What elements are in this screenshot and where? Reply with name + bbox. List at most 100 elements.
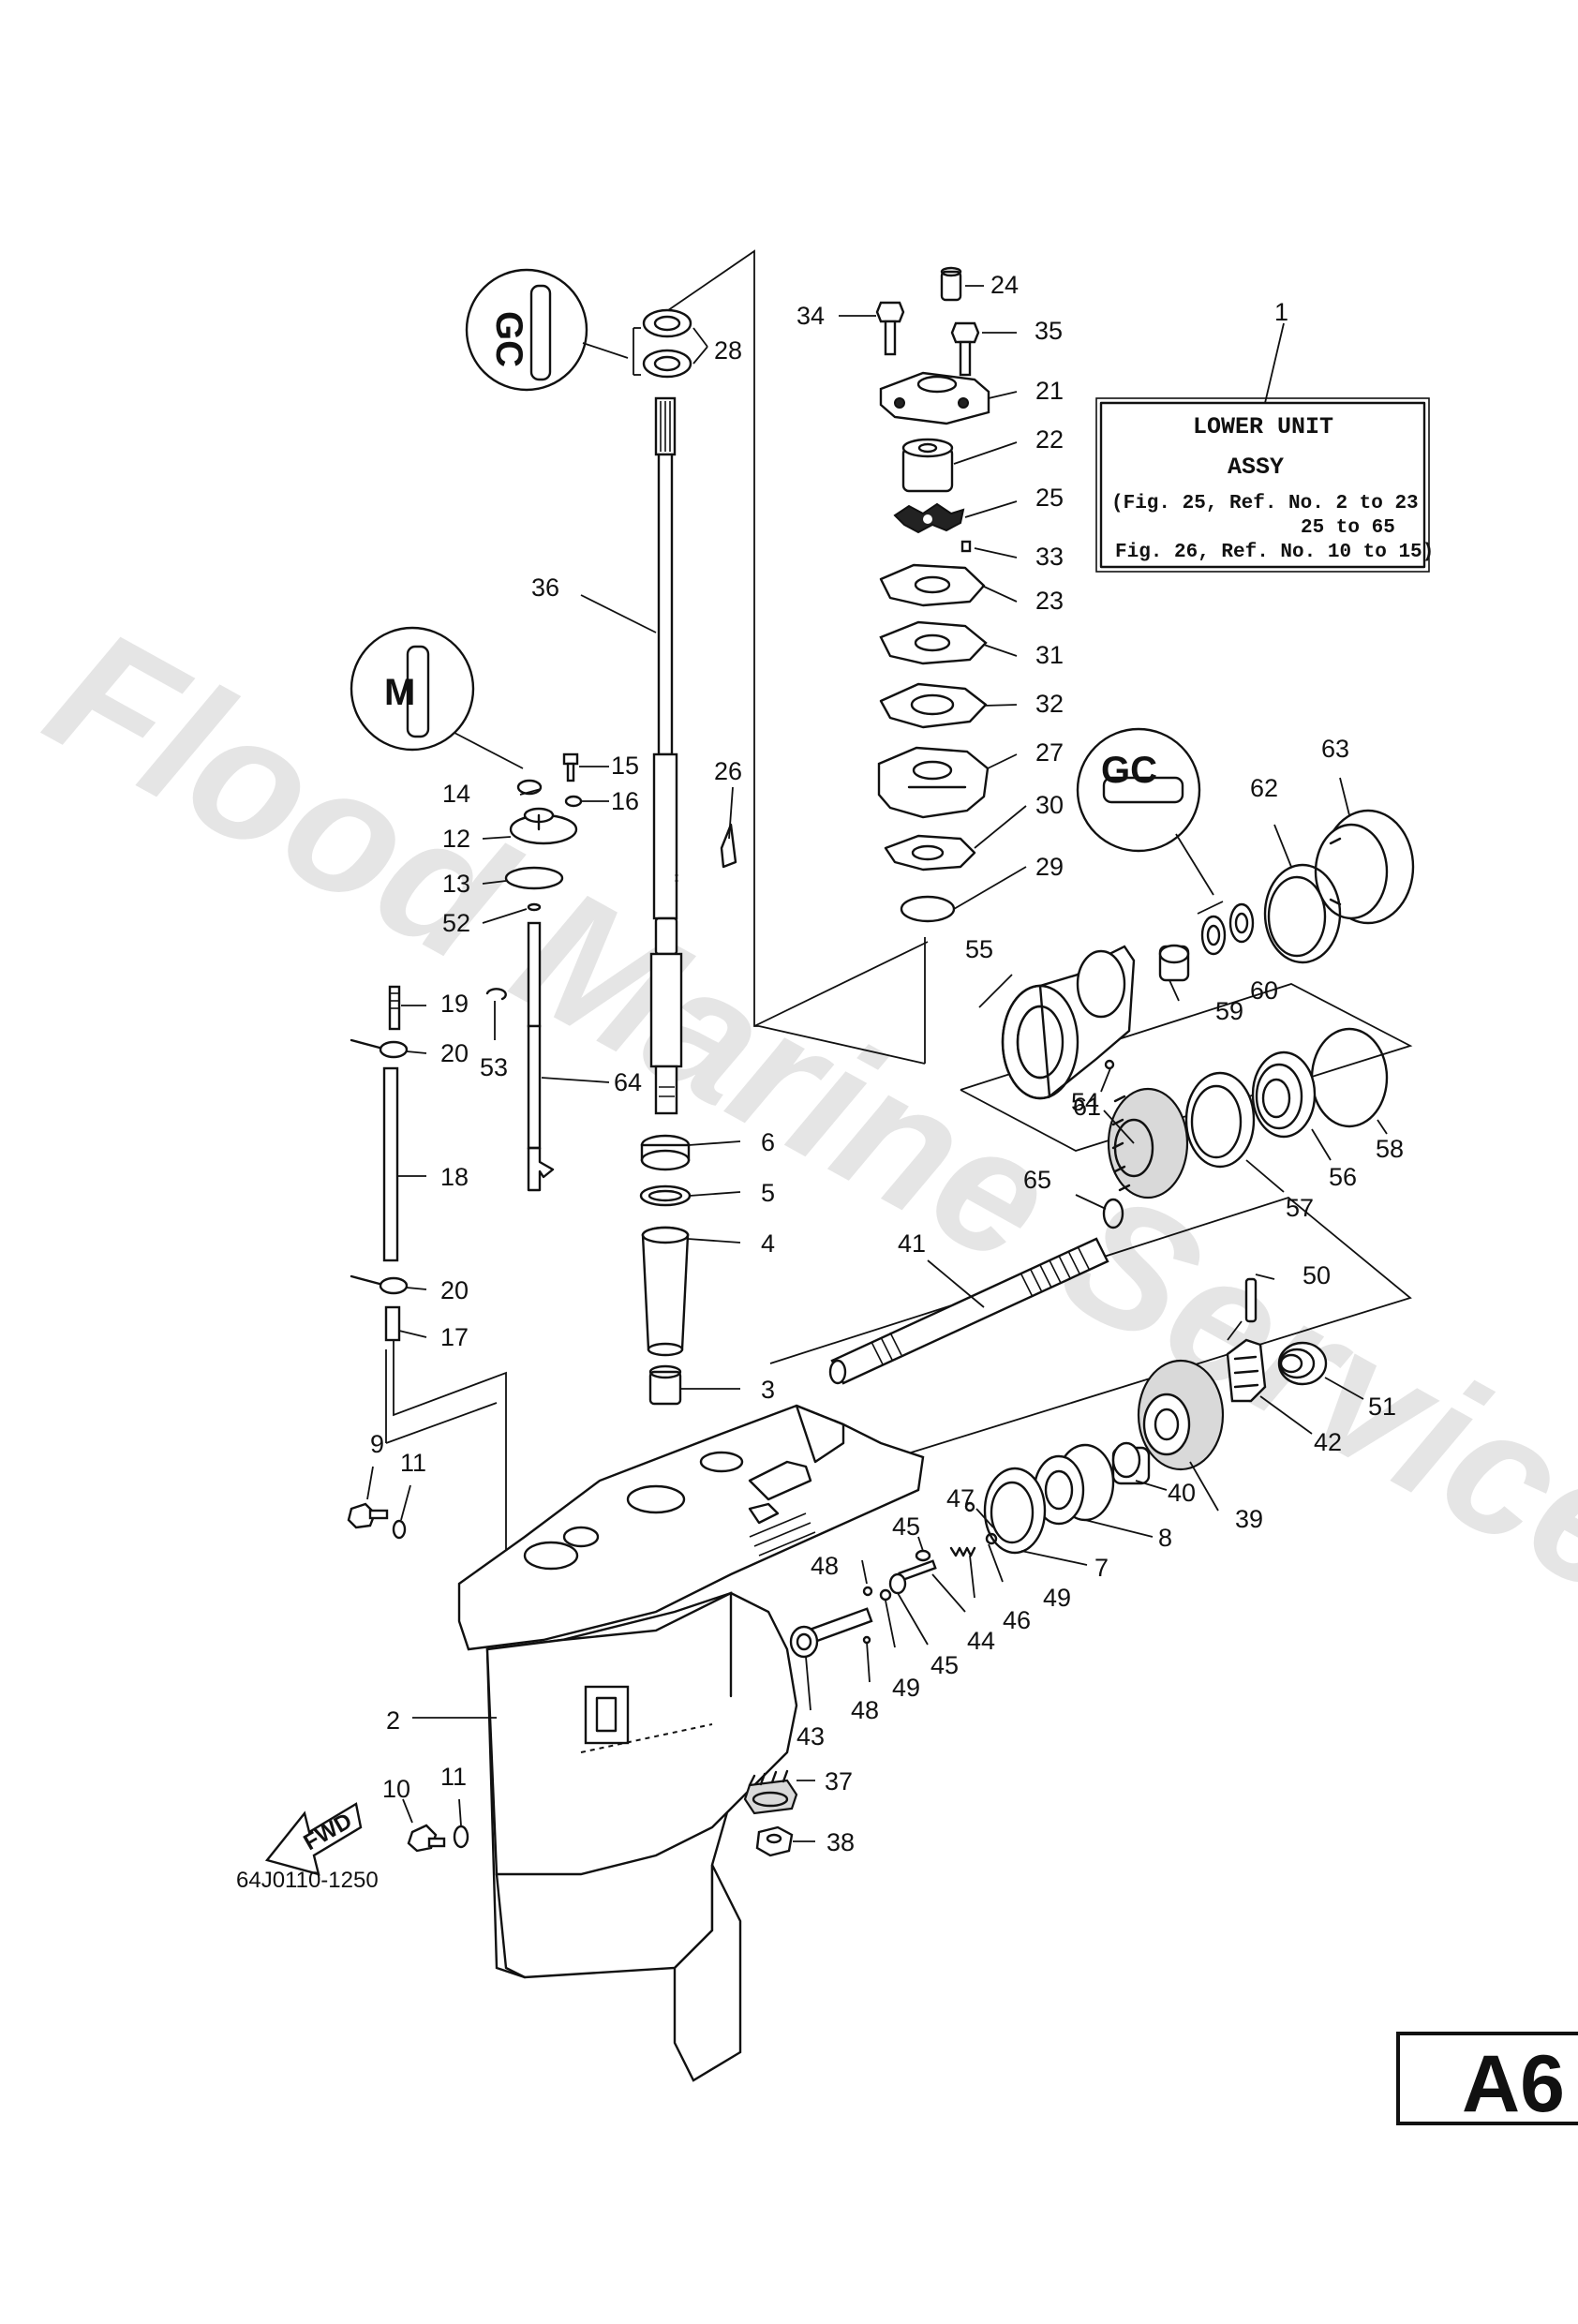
pump-base-27 <box>877 746 990 819</box>
forward-gear-39 <box>1137 1359 1225 1471</box>
callout-32: 32 <box>1035 690 1064 718</box>
callout-33: 33 <box>1035 543 1064 571</box>
callout-60: 60 <box>1250 976 1278 1005</box>
callout-9: 9 <box>370 1430 384 1458</box>
callout-48-upper: 48 <box>811 1552 839 1580</box>
svg-text:GC: GC <box>1101 750 1157 791</box>
washer-16 <box>564 795 583 808</box>
callout-52: 52 <box>442 909 470 937</box>
box-title-line1: LOWER UNIT <box>1193 413 1333 440</box>
shim-5 <box>639 1184 692 1207</box>
callout-55: 55 <box>965 935 993 963</box>
callout-40: 40 <box>1168 1479 1196 1507</box>
callout-53: 53 <box>480 1053 508 1081</box>
callout-27: 27 <box>1035 738 1064 767</box>
gasket-11-lower <box>453 1825 469 1849</box>
tapered-bearing-8 <box>1033 1443 1115 1526</box>
callout-63: 63 <box>1321 735 1349 763</box>
collar-24 <box>940 266 962 302</box>
callout-51: 51 <box>1368 1393 1396 1421</box>
outer-plate-cartridge-31 <box>879 620 988 665</box>
callout-18: 18 <box>440 1163 469 1191</box>
bearing-59 <box>1158 944 1190 982</box>
callout-42: 42 <box>1314 1428 1342 1456</box>
oil-seal-28 <box>642 308 708 379</box>
callout-24: 24 <box>990 271 1019 299</box>
callout-4: 4 <box>761 1229 775 1258</box>
callout-65: 65 <box>1023 1166 1051 1194</box>
callout-58: 58 <box>1376 1135 1404 1163</box>
callout-5: 5 <box>761 1179 775 1207</box>
svg-text:GC: GC <box>488 311 529 367</box>
callout-23: 23 <box>1035 587 1064 615</box>
callout-labels: 1 24 34 35 28 21 22 25 33 23 36 31 32 15… <box>370 271 1404 1856</box>
shim-57 <box>1184 1071 1256 1169</box>
callout-54: 54 <box>1071 1088 1099 1116</box>
shift-rod-64 <box>527 921 555 1192</box>
callout-19: 19 <box>440 990 469 1018</box>
bolt-9 <box>347 1502 389 1529</box>
callout-12: 12 <box>442 825 470 853</box>
callout-16: 16 <box>611 787 639 815</box>
fwd-label: FWD <box>300 1808 357 1855</box>
o-ring-58 <box>1310 1027 1389 1128</box>
leader-lines <box>366 285 1388 1842</box>
callout-29: 29 <box>1035 853 1064 881</box>
box-title-line2: ASSY <box>1228 454 1284 481</box>
grommet-20-upper <box>350 1038 409 1059</box>
lower-casing-2 <box>457 1404 925 2082</box>
bolt-35 <box>950 321 980 377</box>
washer-45-lower <box>888 1572 907 1595</box>
callout-8: 8 <box>1158 1524 1172 1552</box>
callout-59: 59 <box>1215 997 1243 1025</box>
nut-38 <box>755 1825 794 1857</box>
impeller-25 <box>893 502 965 534</box>
callout-14: 14 <box>442 780 470 808</box>
callout-13: 13 <box>442 870 470 898</box>
o-ring-13 <box>504 866 564 890</box>
callout-1: 1 <box>1274 298 1288 326</box>
callout-35: 35 <box>1035 317 1063 345</box>
drawing-number: 64J0110-1250 <box>236 1868 379 1893</box>
callout-39: 39 <box>1235 1505 1263 1533</box>
callout-15: 15 <box>611 752 639 780</box>
callout-56: 56 <box>1329 1163 1357 1191</box>
pump-housing-21 <box>879 371 990 425</box>
shift-rod-cover-12 <box>509 807 578 845</box>
propeller-shaft-housing-55 <box>1001 945 1136 1100</box>
callout-41: 41 <box>898 1229 926 1258</box>
oil-seal-60 <box>1200 902 1255 956</box>
callout-64: 64 <box>614 1068 642 1096</box>
callout-30: 30 <box>1035 791 1064 819</box>
callout-49-upper: 49 <box>1043 1584 1071 1612</box>
pin-33 <box>960 540 972 553</box>
callout-21: 21 <box>1035 377 1064 405</box>
callout-45-lower: 45 <box>930 1651 959 1679</box>
gasket-30 <box>884 834 976 872</box>
callout-22: 22 <box>1035 425 1064 454</box>
box-note-line2: 25 to 65 <box>1301 517 1395 539</box>
o-ring-52 <box>527 902 542 912</box>
assembly-info-box: LOWER UNIT ASSY (Fig. 25, Ref. No. 2 to … <box>1095 322 1434 573</box>
callout-46: 46 <box>1003 1606 1031 1634</box>
callout-17: 17 <box>440 1323 469 1351</box>
ring-nut-63 <box>1314 809 1415 925</box>
box-note-line3: Fig. 26, Ref. No. 10 to 15) <box>1115 542 1434 563</box>
fwd-arrow: FWD <box>264 1802 363 1876</box>
callout-38: 38 <box>826 1828 855 1856</box>
o-ring-29 <box>900 895 956 923</box>
insert-cartridge-22 <box>901 438 954 493</box>
callout-37: 37 <box>825 1767 853 1795</box>
drive-shaft-seal-6 <box>640 1134 691 1171</box>
pipe-18 <box>382 1066 399 1262</box>
page-code-box: A6 <box>1396 2032 1578 2129</box>
spring-51 <box>1277 1341 1328 1386</box>
gasket-32 <box>879 682 988 729</box>
union-17 <box>384 1305 401 1342</box>
callout-25: 25 <box>1035 484 1064 512</box>
gasket-23 <box>879 563 986 607</box>
plunger-44 <box>898 1559 937 1582</box>
detail-circle-14: M <box>350 626 524 769</box>
sleeve-4 <box>641 1226 690 1357</box>
bolt-15 <box>562 752 579 782</box>
